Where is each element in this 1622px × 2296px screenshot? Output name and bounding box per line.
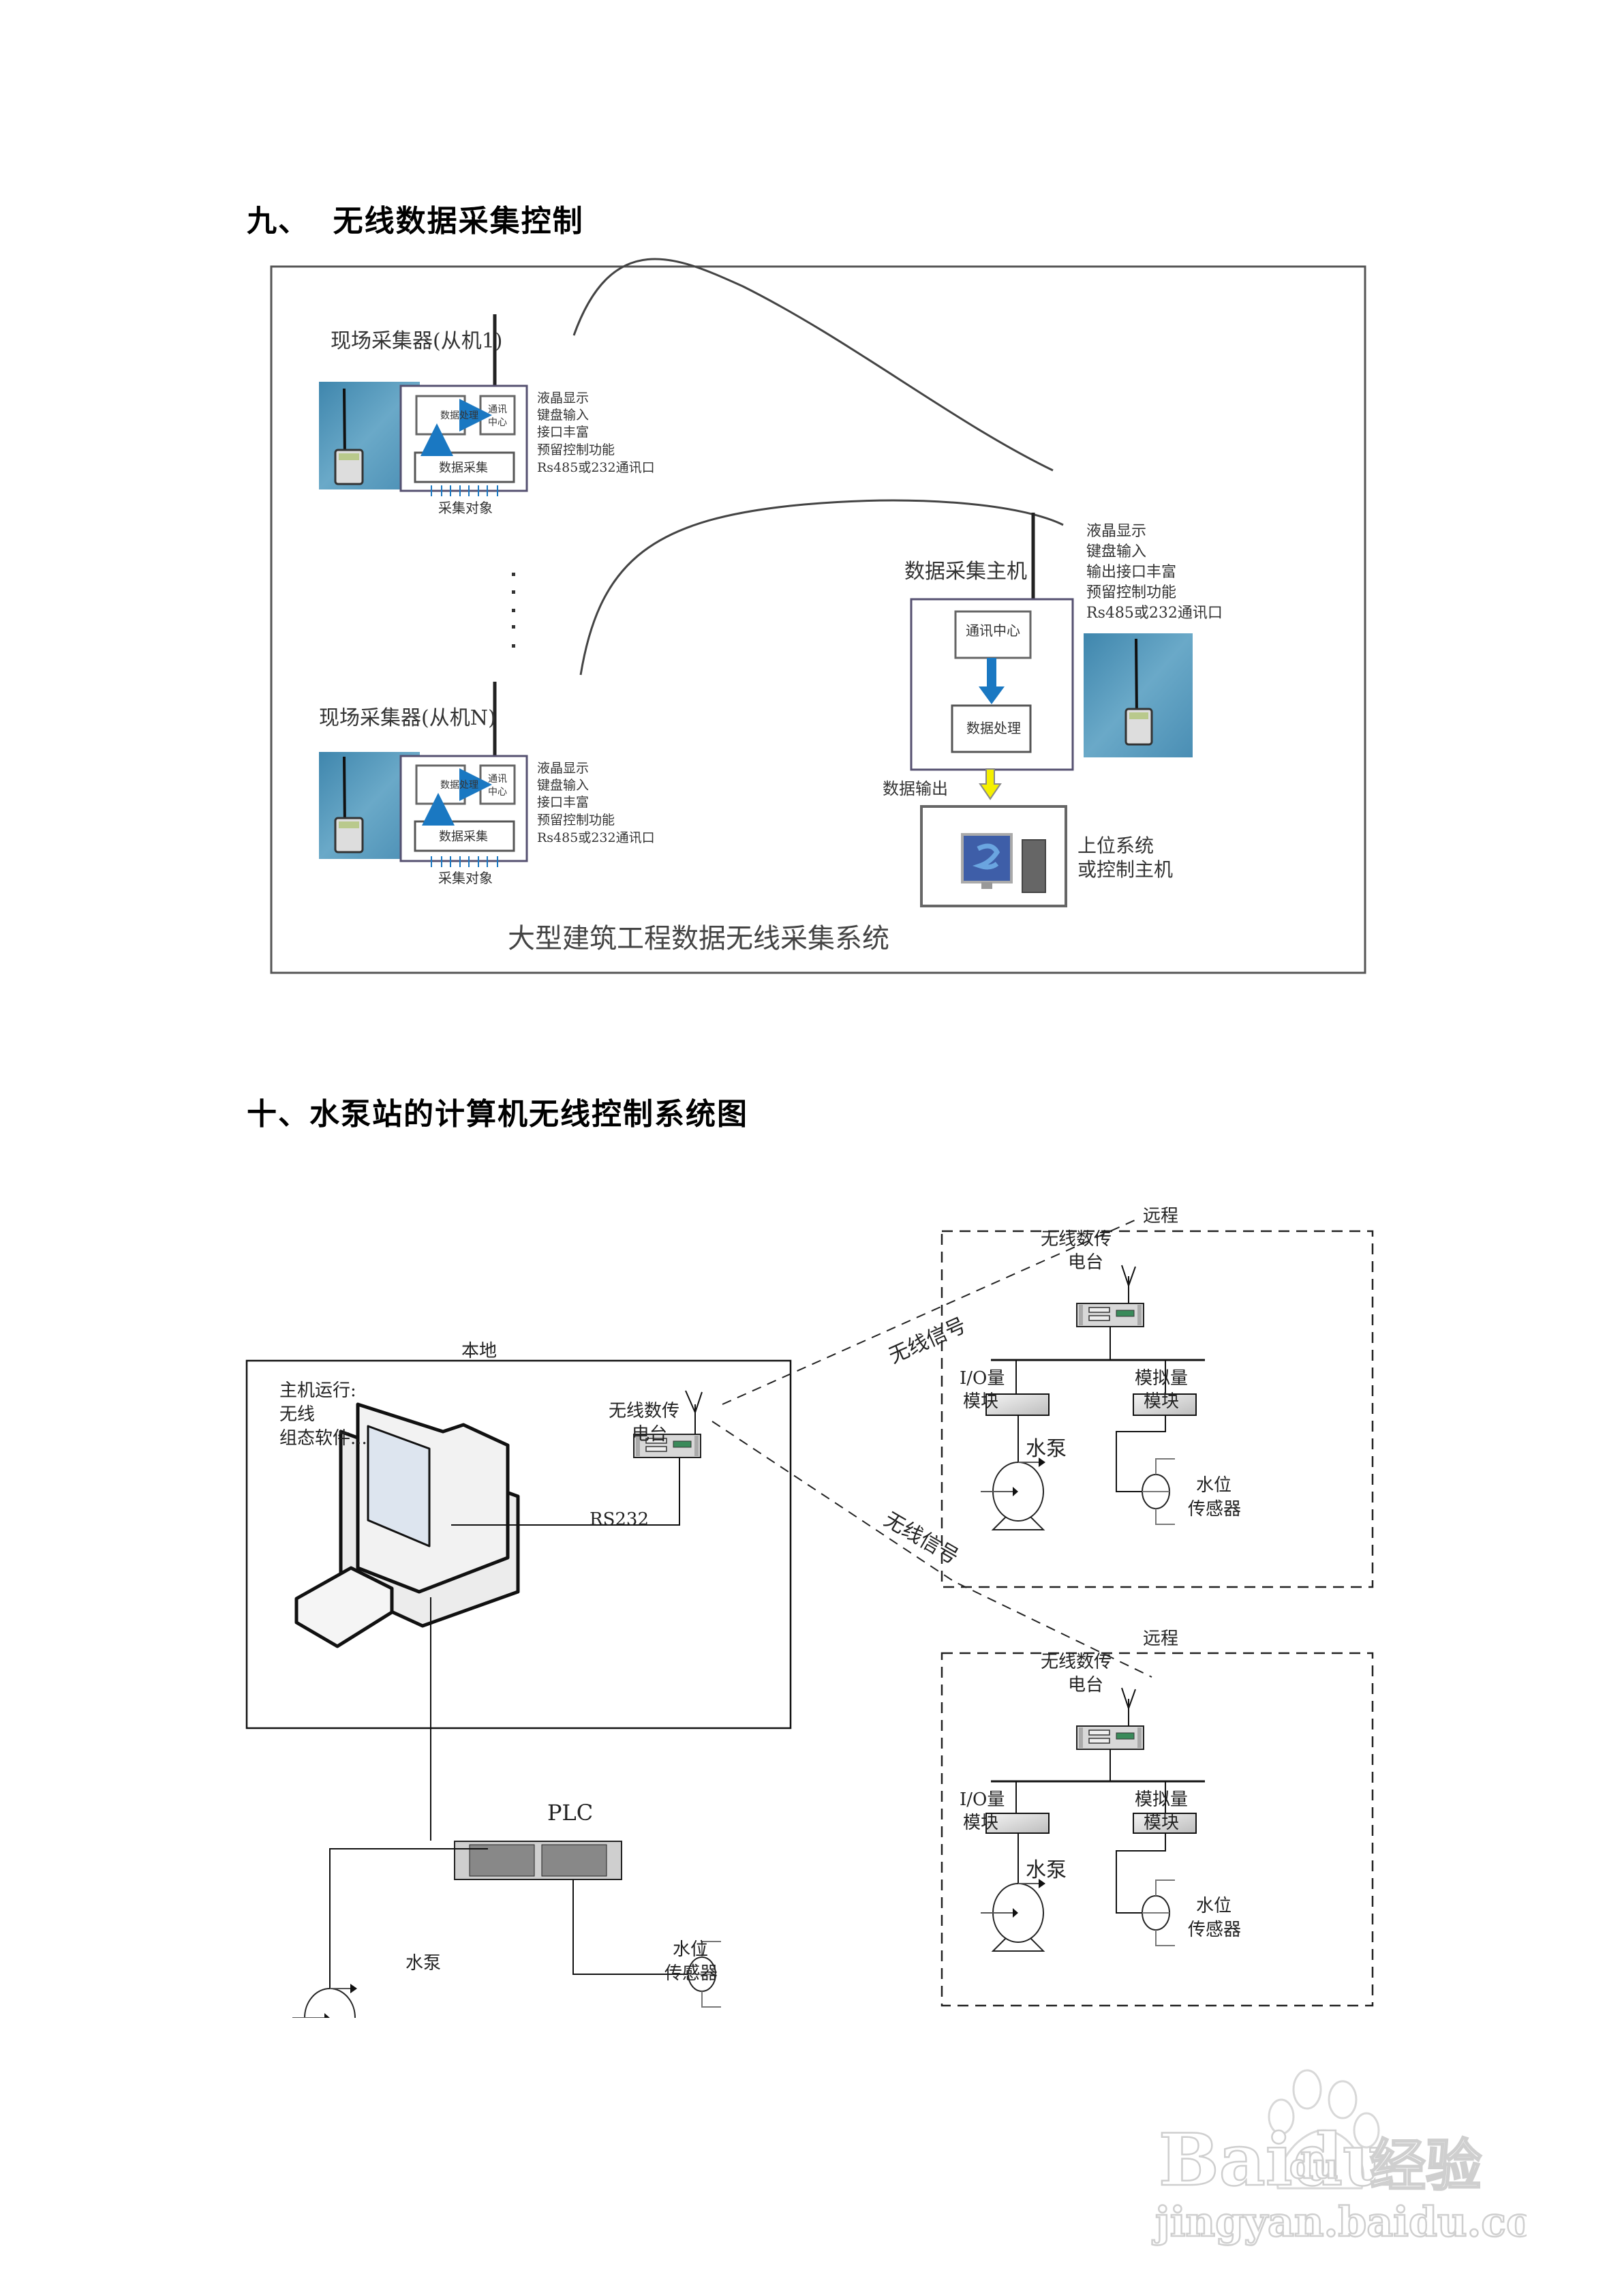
host-feature: 输出接口丰富 (1086, 564, 1176, 581)
slave-n-label: 现场采集器(从机N) (319, 706, 496, 730)
remote-1-title: 远程 (1143, 1206, 1178, 1226)
plc-label: PLC (547, 1800, 593, 1826)
slave-n-feature: 预留控制功能 (537, 813, 615, 828)
slave-1-input-label: 采集对象 (438, 500, 493, 516)
slave-n-feature: 接口丰富 (537, 795, 589, 810)
local-radio-line2: 电台 (632, 1424, 667, 1445)
remote-1-io-line1: I/O量 (960, 1368, 1005, 1389)
local-radio-line1: 无线数传 (609, 1401, 679, 1421)
host-label: 数据采集主机 (904, 560, 1027, 584)
slave-n-comm-line2: 中心 (488, 787, 507, 798)
slave-1-feature: 键盘输入 (537, 408, 589, 423)
remote-1-sensor-line1: 水位 (1196, 1475, 1231, 1496)
slave-1-unit (319, 314, 528, 496)
host-feature: 键盘输入 (1086, 543, 1146, 560)
host-feature: Rs485或232通讯口 (1086, 605, 1223, 622)
pump-station-diagram: 本地 主机运行: 无线 组态软件... 无线数传 电台 RS232 PLC 水泵… (245, 1206, 1374, 2018)
host-down-arrow-icon (979, 658, 1005, 704)
wireless-acquisition-figure: 现场采集器(从机1) 数据处理 通讯 中心 数据采集 采集对象 液晶显示 键盘输… (270, 258, 1366, 974)
remote-2-radio-line2: 电台 (1068, 1675, 1103, 1695)
ellipsis-dots (512, 573, 515, 648)
slave-n-proc-box: 数据处理 (440, 780, 478, 791)
remote-1-analog-line2: 模块 (1144, 1391, 1179, 1412)
baidu-jingyan-watermark: Baidu du 经验 jingyan.baidu.com (1151, 2069, 1527, 2247)
remote-1-pump-label: 水泵 (1026, 1437, 1067, 1461)
remote-2-analog-line1: 模拟量 (1135, 1789, 1188, 1810)
slave-n-feature: Rs485或232通讯口 (537, 830, 655, 845)
slave-1-comm-line2: 中心 (488, 417, 507, 428)
upper-system-line2: 或控制主机 (1077, 858, 1173, 881)
wireless-signal-label-1: 无线信号 (885, 1314, 970, 1369)
slave-n-input-label: 采集对象 (438, 870, 493, 886)
remote-2-sensor-line1: 水位 (1196, 1896, 1231, 1916)
figure-title: 大型建筑工程数据无线采集系统 (508, 923, 889, 954)
slave-n-acq-box: 数据采集 (439, 830, 488, 844)
remote-1-radio-line1: 无线数传 (1041, 1229, 1112, 1250)
remote-station-2 (940, 1652, 1374, 2007)
remote-2-title: 远程 (1143, 1629, 1178, 1649)
section-10-heading: 十、水泵站的计算机无线控制系统图 (247, 1097, 748, 1132)
remote-2-pump-label: 水泵 (1026, 1858, 1067, 1882)
section-9-heading: 九、 无线数据采集控制 (247, 204, 584, 239)
remote-1-radio-line2: 电台 (1068, 1252, 1103, 1273)
upper-system-line1: 上位系统 (1077, 834, 1154, 857)
slave-1-feature: 液晶显示 (537, 391, 589, 406)
wireless-curve-top (572, 258, 1054, 472)
local-pump-icon (292, 1983, 358, 2018)
slave-1-proc-box: 数据处理 (440, 410, 478, 421)
local-title: 本地 (461, 1341, 497, 1361)
remote-1-sensor-line2: 传感器 (1188, 1499, 1241, 1520)
slave-n-comm-line1: 通讯 (488, 774, 507, 785)
local-pump-label: 水泵 (406, 1953, 441, 1974)
remote-2-io-line1: I/O量 (960, 1789, 1005, 1810)
io-module-icon (985, 1393, 1050, 1416)
remote-2-radio-line1: 无线数传 (1041, 1652, 1112, 1672)
slave-1-feature: 预留控制功能 (537, 442, 615, 457)
remote-2-sensor-line2: 传感器 (1188, 1920, 1241, 1940)
host-comm-box: 通讯中心 (966, 622, 1020, 639)
slave-1-feature: 接口丰富 (537, 425, 589, 440)
slave-1-comm-line1: 通讯 (488, 404, 507, 415)
watermark-brand-du: du (1289, 2146, 1338, 2186)
plc-icon (454, 1841, 622, 1880)
host-computer-icon (294, 1402, 520, 1648)
watermark-product: 经验 (1370, 2133, 1482, 2199)
data-output-label: 数据输出 (883, 779, 948, 798)
watermark-brand: Baidu (1159, 2117, 1394, 2202)
host-feature: 预留控制功能 (1086, 584, 1176, 601)
slave-1-feature: Rs485或232通讯口 (537, 460, 655, 475)
remote-1-analog-line1: 模拟量 (1135, 1368, 1188, 1389)
remote-2-io-line2: 模块 (963, 1813, 998, 1833)
remote-station-1 (940, 1230, 1374, 1588)
local-sensor-line2: 传感器 (664, 1963, 718, 1984)
slave-n-feature: 键盘输入 (537, 778, 589, 793)
local-sensor-line1: 水位 (673, 1939, 708, 1960)
host-unit (910, 513, 1193, 907)
host-note-line: 主机运行: (279, 1380, 356, 1401)
paw-icon (1268, 2069, 1380, 2190)
watermark-url: jingyan.baidu.com (1152, 2199, 1527, 2246)
rs232-label: RS232 (590, 1509, 649, 1530)
computer-tower-icon (1022, 839, 1046, 893)
host-note-line: 无线 (279, 1404, 315, 1425)
remote-2-analog-line2: 模块 (1144, 1813, 1179, 1833)
remote-1-io-line2: 模块 (963, 1391, 998, 1412)
local-frame (245, 1359, 792, 1729)
slave-n-unit (319, 682, 528, 867)
wireless-signal-line-1 (722, 1220, 1135, 1405)
host-feature: 液晶显示 (1086, 523, 1146, 540)
data-output-arrow-icon (979, 768, 1002, 800)
host-proc-box: 数据处理 (966, 720, 1021, 736)
slave-1-label: 现场采集器(从机1) (331, 329, 503, 353)
slave-1-acq-box: 数据采集 (439, 461, 488, 475)
host-note-line: 组态软件... (279, 1428, 367, 1449)
wireless-curve-bottom (579, 499, 1064, 676)
slave-n-feature: 液晶显示 (537, 761, 589, 776)
computer-monitor-icon (961, 833, 1013, 883)
